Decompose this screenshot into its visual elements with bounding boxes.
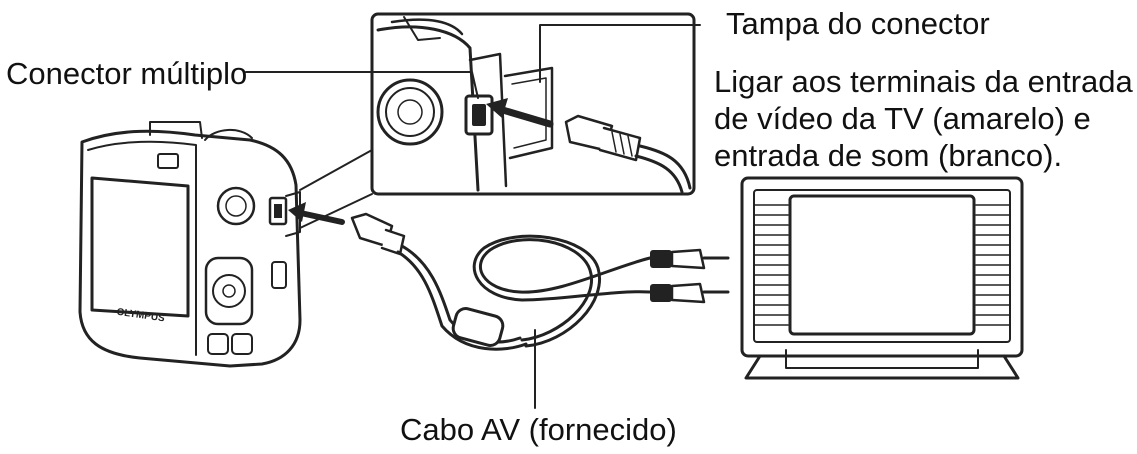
inset-detail-panel xyxy=(370,12,696,196)
tv-instruction-line: Ligar aos terminais da entrada xyxy=(714,64,1133,99)
multi-connector-label: Conector múltiplo xyxy=(6,56,248,91)
av-cable-label: Cabo AV (fornecido) xyxy=(400,412,677,447)
camera-illustration xyxy=(78,121,345,368)
av-cable xyxy=(350,212,730,351)
tv-illustration xyxy=(740,176,1024,380)
tv-instruction-line: de vídeo da TV (amarelo) e xyxy=(714,101,1091,136)
connector-cover-label: Tampa do conector xyxy=(726,6,990,41)
tv-instruction-line: entrada de som (branco). xyxy=(714,138,1063,173)
leader-lines xyxy=(245,24,701,409)
tv-instruction-label: Ligar aos terminais da entrada de vídeo … xyxy=(714,64,1133,175)
